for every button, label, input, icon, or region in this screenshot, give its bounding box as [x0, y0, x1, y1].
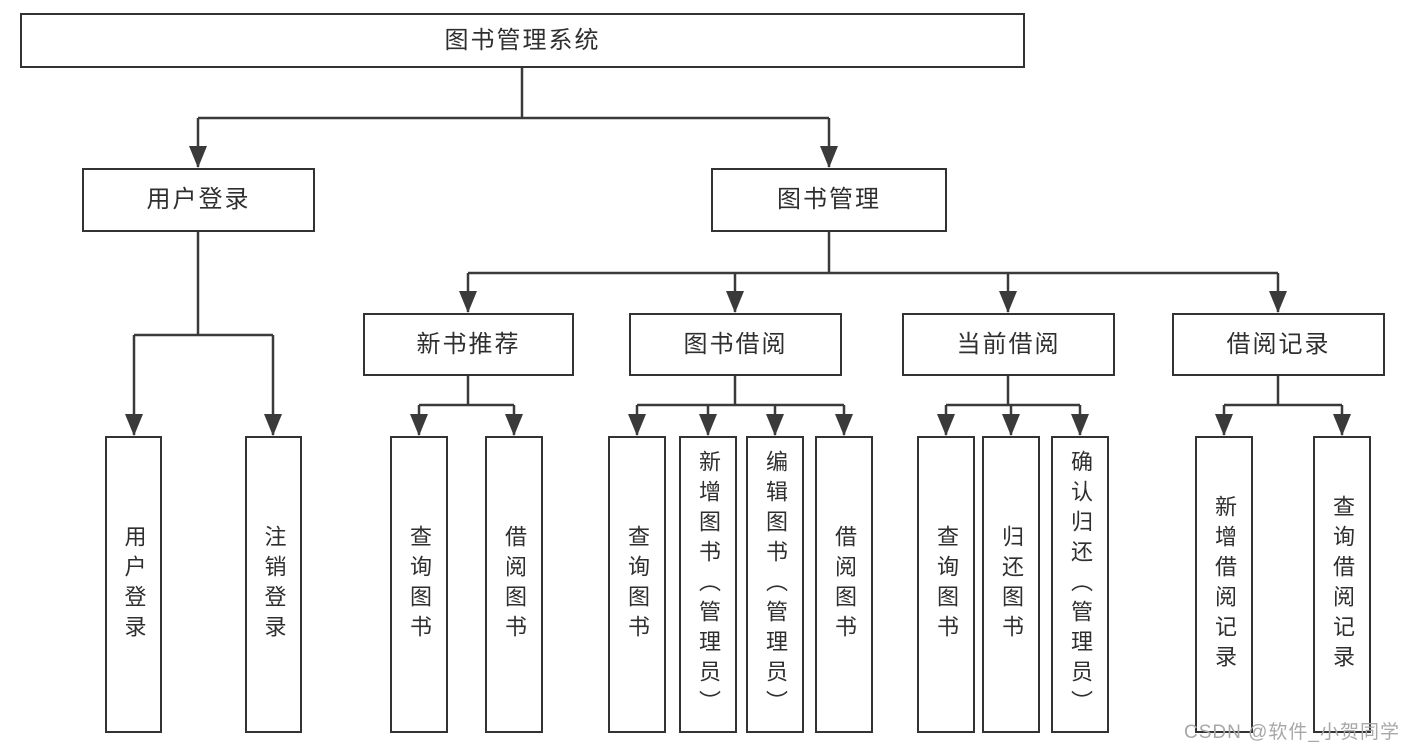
leaf-borrow-query-book-label: 查询图书: [625, 524, 650, 645]
leaf-borrow-add-book-admin: 新增图书（管理员）: [679, 436, 737, 733]
arrow-down-icon: [1071, 414, 1089, 436]
leaf-user-login-label: 用户登录: [121, 524, 147, 645]
leaf-borrow-edit-book-admin-label: 编辑图书（管理员）: [763, 449, 788, 720]
leaf-borrow-add-book-admin-label: 新增图书（管理员）: [696, 449, 721, 720]
arrow-down-icon: [1333, 414, 1351, 436]
arrow-down-icon: [189, 146, 207, 168]
leaf-record-query-borrow-record: 查询借阅记录: [1313, 436, 1371, 733]
leaf-current-return-book: 归还图书: [982, 436, 1040, 733]
arrow-down-icon: [835, 414, 853, 436]
leaf-newbook-query-book: 查询图书: [390, 436, 448, 733]
leaf-borrow-borrow-book: 借阅图书: [815, 436, 873, 733]
arrow-down-icon: [699, 414, 717, 436]
leaf-record-add-borrow-record: 新增借阅记录: [1195, 436, 1253, 733]
leaf-borrow-edit-book-admin: 编辑图书（管理员）: [746, 436, 804, 733]
leaf-logout-login-label: 注销登录: [261, 524, 287, 645]
leaf-record-add-borrow-record-label: 新增借阅记录: [1212, 494, 1237, 675]
arrow-down-icon: [937, 414, 955, 436]
node-book-borrow-label: 图书借阅: [683, 330, 788, 358]
arrow-down-icon: [505, 414, 523, 436]
arrow-down-icon: [459, 291, 477, 313]
node-book-management-label: 图书管理: [777, 186, 881, 213]
arrow-down-icon: [726, 291, 744, 313]
leaf-newbook-borrow-book-label: 借阅图书: [502, 524, 527, 645]
arrow-down-icon: [1002, 414, 1020, 436]
arrow-down-icon: [999, 291, 1017, 313]
node-new-book-recommend: 新书推荐: [363, 313, 574, 376]
leaf-current-return-book-label: 归还图书: [999, 524, 1024, 645]
arrow-down-icon: [820, 146, 838, 168]
leaf-record-query-borrow-record-label: 查询借阅记录: [1330, 494, 1355, 675]
leaf-logout-login: 注销登录: [245, 436, 302, 733]
node-borrow-record: 借阅记录: [1172, 313, 1385, 376]
leaf-user-login: 用户登录: [105, 436, 162, 733]
leaf-current-query-book-label: 查询图书: [934, 524, 959, 645]
leaf-current-query-book: 查询图书: [917, 436, 975, 733]
arrow-down-icon: [1269, 291, 1287, 313]
arrow-down-icon: [410, 414, 428, 436]
leaf-borrow-query-book: 查询图书: [608, 436, 666, 733]
node-current-borrow-label: 当前借阅: [956, 330, 1061, 358]
arrow-down-icon: [125, 414, 143, 436]
node-borrow-record-label: 借阅记录: [1226, 330, 1331, 358]
arrow-down-icon: [1215, 414, 1233, 436]
leaf-borrow-borrow-book-label: 借阅图书: [832, 524, 857, 645]
leaf-current-confirm-return-admin: 确认归还（管理员）: [1051, 436, 1109, 733]
leaf-current-confirm-return-admin-label: 确认归还（管理员）: [1068, 449, 1093, 720]
arrow-down-icon: [628, 414, 646, 436]
node-user-login-label: 用户登录: [146, 186, 251, 213]
node-book-borrow: 图书借阅: [629, 313, 842, 376]
tree-edges: [132, 68, 1344, 435]
node-book-management: 图书管理: [711, 168, 947, 232]
arrow-down-icon: [264, 414, 282, 436]
node-root-label: 图书管理系统: [444, 26, 601, 54]
node-user-login: 用户登录: [82, 168, 315, 232]
csdn-watermark: CSDN @软件_小贺同学: [1184, 722, 1400, 743]
arrow-down-icon: [766, 414, 784, 436]
node-new-book-recommend-label: 新书推荐: [416, 330, 521, 358]
node-root: 图书管理系统: [20, 13, 1025, 68]
leaf-newbook-borrow-book: 借阅图书: [485, 436, 543, 733]
node-current-borrow: 当前借阅: [902, 313, 1115, 376]
leaf-newbook-query-book-label: 查询图书: [407, 524, 432, 645]
arrowheads: [125, 146, 1351, 436]
